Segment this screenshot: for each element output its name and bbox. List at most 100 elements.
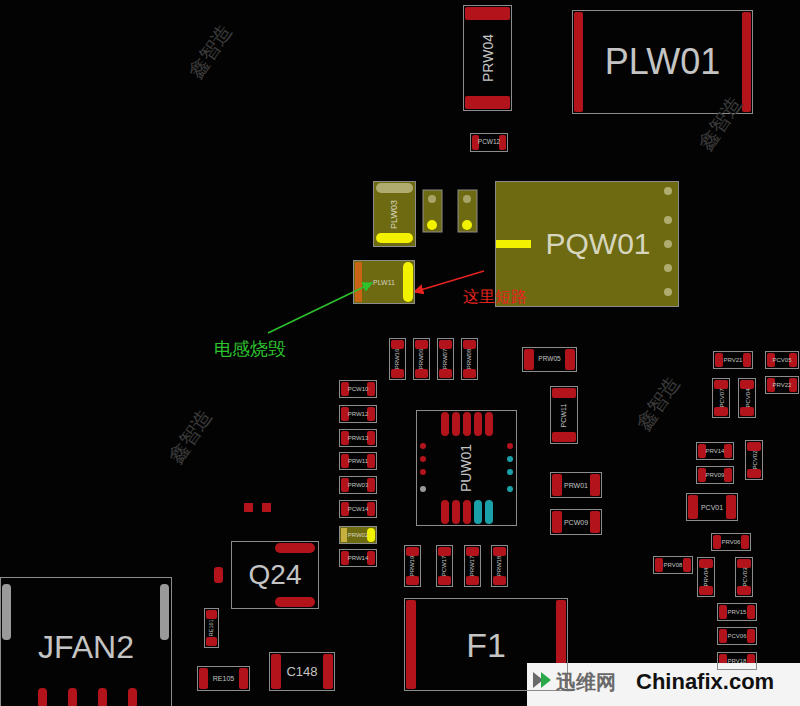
pad <box>740 380 754 389</box>
part-designator: PQW01 <box>545 229 650 259</box>
component-outline: PRW02 <box>339 526 377 544</box>
component-outline: PCV05 <box>765 351 799 369</box>
component-outline: PRV06 <box>711 533 751 551</box>
pad <box>737 586 751 595</box>
component-outline: PRV18 <box>717 652 757 670</box>
component-outline: PCW11 <box>550 386 578 444</box>
component-outline: PRW18 <box>491 545 508 587</box>
pad <box>466 576 479 585</box>
part-designator: PRW04 <box>481 34 495 82</box>
pad <box>724 468 732 482</box>
part-designator: JFAN2 <box>38 631 134 663</box>
part-designator: PUW01 <box>459 444 473 492</box>
pad <box>495 240 531 248</box>
capacitor-outline <box>423 190 442 232</box>
component-outline: PRW06 <box>413 338 430 380</box>
pad <box>239 668 248 689</box>
part-designator: PRW19 <box>410 556 416 577</box>
component-outline: PRW11 <box>339 452 377 470</box>
pad <box>420 486 426 492</box>
part-designator: PRV08 <box>664 562 683 568</box>
pad <box>199 668 208 689</box>
part-designator: PCV03 <box>741 567 747 586</box>
pad <box>271 654 281 689</box>
part-designator: Q24 <box>249 561 302 589</box>
pad <box>275 543 315 553</box>
component-outline: PCW14 <box>339 500 377 518</box>
pad <box>452 412 460 436</box>
watermark: 鑫智造 <box>184 20 236 82</box>
component-outline: PRW03 <box>339 476 377 494</box>
pad <box>463 340 476 349</box>
component-outline: PRW14 <box>339 549 377 567</box>
component-outline: PRW08 <box>461 338 478 380</box>
component-outline: PRW04 <box>463 5 512 111</box>
component-outline: PCV06 <box>717 627 757 645</box>
pad <box>415 340 428 349</box>
part-designator: PRV18 <box>728 658 747 664</box>
pad <box>463 369 476 378</box>
pad <box>747 629 755 643</box>
watermark: 鑫智造 <box>694 92 746 154</box>
pad <box>552 432 576 442</box>
pad <box>462 220 472 230</box>
part-designator: PCV05 <box>772 357 791 363</box>
pad <box>391 340 404 349</box>
component-outline: PCV04 <box>738 378 756 418</box>
pad <box>403 262 413 302</box>
part-designator: PCV01 <box>701 504 723 511</box>
part-designator: PRW14 <box>348 555 369 561</box>
pad <box>740 407 754 416</box>
part-designator: PLW01 <box>605 44 720 80</box>
watermark: 鑫智造 <box>164 405 216 467</box>
pad <box>341 528 347 542</box>
part-designator: PCV02 <box>751 450 757 469</box>
pad <box>441 500 449 524</box>
component-outline: PRW07 <box>437 338 454 380</box>
pad <box>683 558 691 572</box>
component-outline: PCW17 <box>436 545 453 587</box>
part-designator: PRW07 <box>443 349 449 370</box>
pad <box>698 444 706 458</box>
pad <box>391 369 404 378</box>
component-outline: PUW01 <box>416 410 517 526</box>
component-outline: RE105 <box>197 666 250 691</box>
component-outline: PLW11 <box>353 260 415 304</box>
pad <box>747 605 755 619</box>
part-designator: PCW11 <box>560 403 567 427</box>
logo-mark <box>541 672 551 688</box>
component-outline: PCV03 <box>735 557 753 597</box>
part-designator: PCW12 <box>478 139 500 146</box>
pad <box>747 442 761 451</box>
pad <box>128 688 137 706</box>
component-outline: PCW10 <box>339 380 377 398</box>
pad <box>655 558 663 572</box>
pad <box>427 220 437 230</box>
part-designator: PCW17 <box>442 556 448 577</box>
pad <box>552 388 576 398</box>
pad <box>590 474 600 496</box>
part-designator: PLW03 <box>390 200 399 229</box>
pad <box>713 535 721 549</box>
component-outline: PRW17 <box>464 545 481 587</box>
pad <box>341 454 349 468</box>
pad <box>747 469 761 478</box>
component-outline: PRW19 <box>404 545 421 587</box>
pad <box>160 584 169 640</box>
pad <box>439 340 452 349</box>
component-outline: PRV09 <box>696 466 734 484</box>
part-designator: PRV06 <box>722 539 741 545</box>
pad <box>565 349 575 370</box>
pad <box>664 240 672 248</box>
part-designator: F1 <box>466 628 506 662</box>
pad <box>719 605 727 619</box>
component-outline: PCV07 <box>712 378 730 418</box>
part-designator: PRV04 <box>703 568 709 587</box>
component-outline: PCW12 <box>470 133 508 152</box>
part-designator: PRV15 <box>728 609 747 615</box>
component-outline: F1 <box>404 598 568 691</box>
pad <box>714 407 728 416</box>
pad <box>552 474 562 496</box>
pad <box>420 443 426 449</box>
